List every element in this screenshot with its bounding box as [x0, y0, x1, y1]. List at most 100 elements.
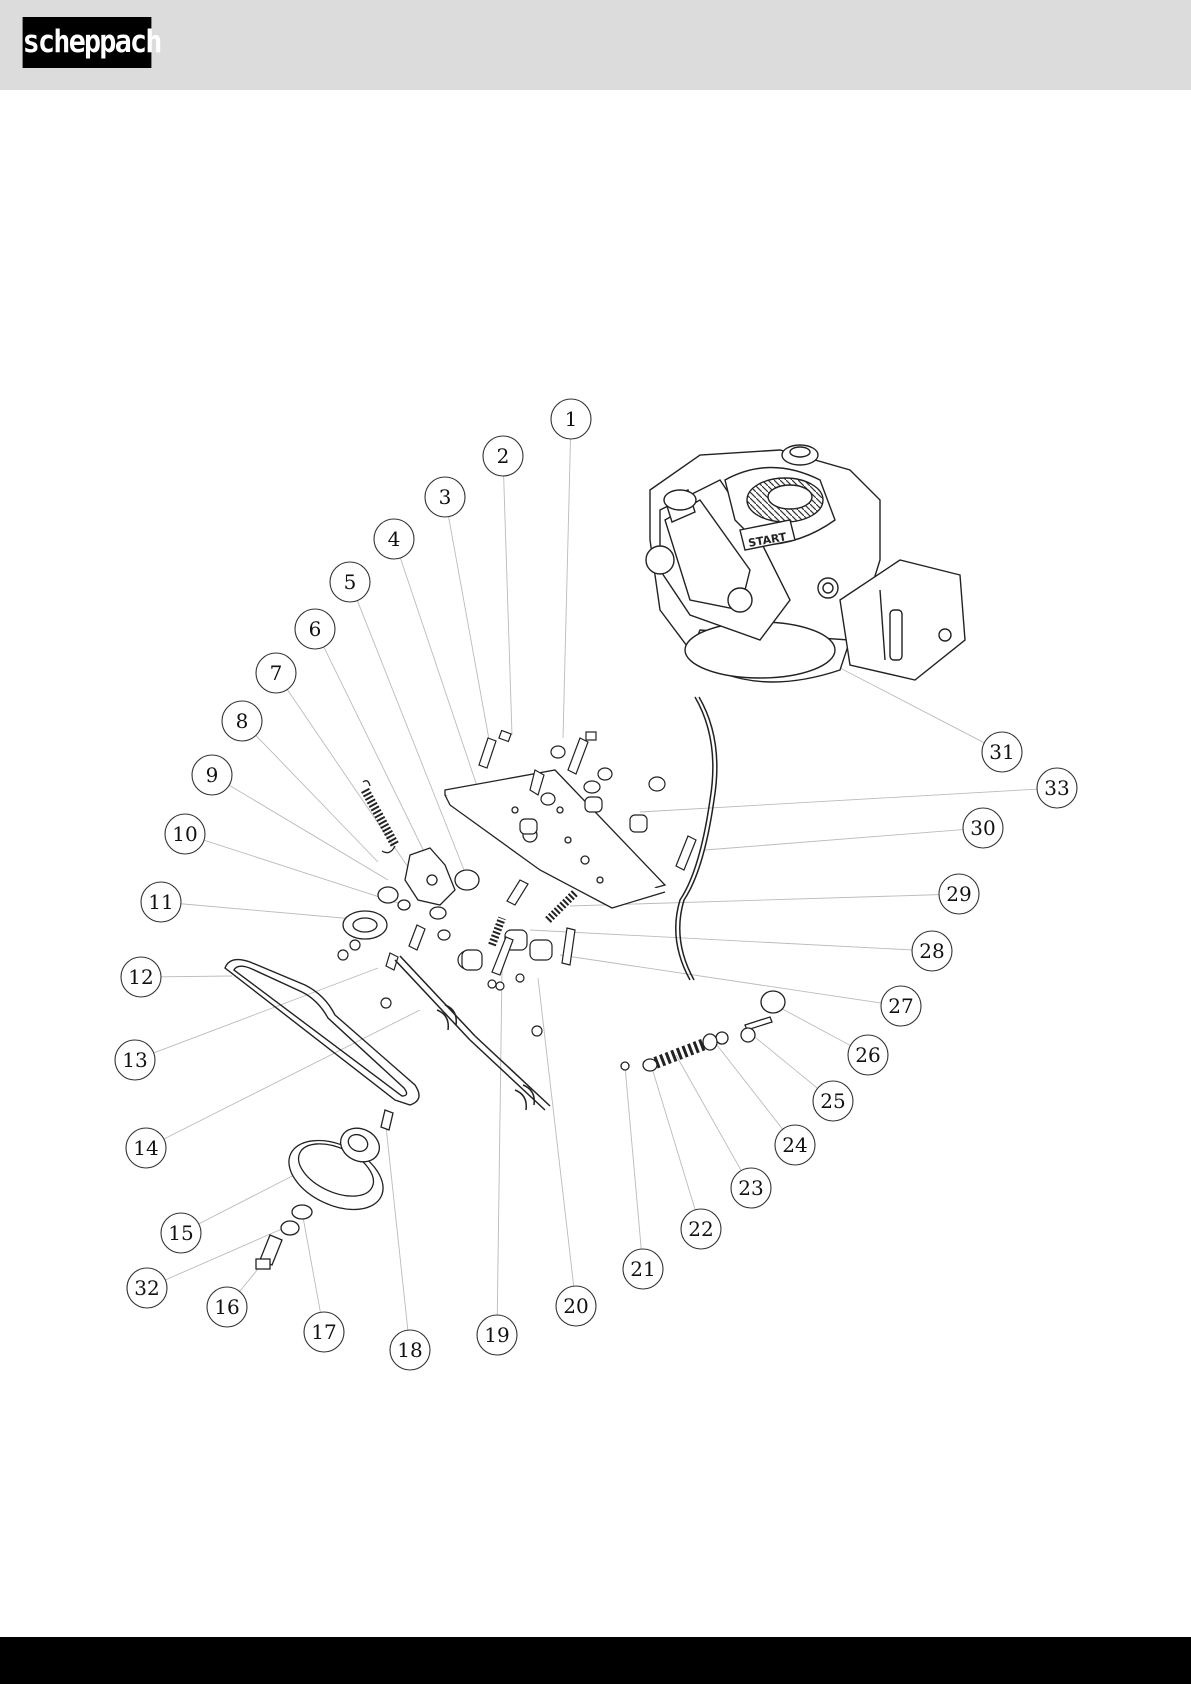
leader-line-9	[229, 785, 388, 880]
callout-9: 9	[192, 755, 232, 795]
callout-17: 17	[304, 1312, 344, 1352]
callout-5: 5	[330, 562, 370, 602]
callout-number: 13	[122, 1048, 147, 1072]
v-belt	[225, 960, 419, 1105]
leader-line-12	[161, 976, 232, 977]
callout-12: 12	[121, 957, 161, 997]
callout-30: 30	[963, 808, 1003, 848]
cables	[395, 697, 717, 1110]
callout-2: 2	[483, 436, 523, 476]
callout-29: 29	[939, 874, 979, 914]
callout-number: 23	[738, 1176, 763, 1200]
callout-26: 26	[848, 1035, 888, 1075]
callout-number: 26	[855, 1043, 880, 1067]
callout-23: 23	[731, 1168, 771, 1208]
callout-20: 20	[556, 1286, 596, 1326]
callout-number: 4	[388, 527, 401, 551]
callout-16: 16	[207, 1287, 247, 1327]
leader-line-5	[357, 601, 468, 880]
callout-number: 19	[484, 1323, 509, 1347]
lever-parts	[621, 991, 785, 1071]
leader-line-28	[530, 930, 912, 950]
leader-line-7	[287, 690, 410, 870]
leader-line-4	[400, 558, 480, 795]
callout-number: 22	[688, 1217, 713, 1241]
callout-number: 3	[439, 485, 452, 509]
leader-line-30	[705, 830, 963, 850]
callout-number: 16	[214, 1295, 239, 1319]
leader-line-25	[750, 1033, 818, 1088]
leader-line-11	[181, 904, 365, 920]
leader-line-24	[713, 1040, 783, 1129]
callout-28: 28	[912, 931, 952, 971]
callout-27: 27	[881, 986, 921, 1026]
tensioner-parts	[343, 848, 479, 939]
leader-line-20	[538, 978, 574, 1286]
leader-line-13	[154, 968, 378, 1053]
leader-line-3	[449, 517, 490, 745]
leader-line-6	[324, 647, 438, 880]
callout-14: 14	[126, 1128, 166, 1168]
callout-number: 9	[206, 763, 219, 787]
page-footer	[0, 1637, 1191, 1684]
callout-number: 27	[888, 994, 913, 1018]
callout-number: 25	[820, 1089, 845, 1113]
callout-33: 33	[1037, 768, 1077, 808]
callout-number: 17	[311, 1320, 336, 1344]
callout-number: 1	[565, 407, 578, 431]
callout-number: 15	[168, 1221, 193, 1245]
leader-line-27	[560, 955, 881, 1003]
callout-number: 18	[397, 1338, 422, 1362]
callout-number: 10	[172, 822, 197, 846]
callout-32: 32	[127, 1268, 167, 1308]
callout-number: 8	[236, 709, 249, 733]
leader-line-14	[164, 1010, 420, 1139]
callout-4: 4	[374, 519, 414, 559]
callout-24: 24	[775, 1125, 815, 1165]
callout-number: 6	[309, 617, 322, 641]
callout-10: 10	[165, 814, 205, 854]
drive-pulley	[256, 1110, 394, 1269]
callout-number: 20	[563, 1294, 588, 1318]
callout-number: 24	[782, 1133, 807, 1157]
callout-21: 21	[623, 1249, 663, 1289]
callout-number: 14	[133, 1136, 158, 1160]
leader-line-19	[497, 970, 502, 1315]
callout-1: 1	[551, 399, 591, 439]
leader-line-23	[676, 1055, 741, 1171]
callout-3: 3	[425, 477, 465, 517]
callout-number: 2	[497, 444, 510, 468]
callout-number: 7	[270, 661, 283, 685]
callout-25: 25	[813, 1081, 853, 1121]
leader-line-22	[652, 1068, 695, 1210]
engine: START	[646, 445, 965, 682]
leader-line-21	[625, 1066, 641, 1249]
callout-number: 5	[344, 570, 357, 594]
callout-13: 13	[115, 1040, 155, 1080]
callout-number: 32	[134, 1276, 159, 1300]
callout-number: 33	[1044, 776, 1069, 800]
callout-number: 29	[946, 882, 971, 906]
leader-line-10	[204, 840, 404, 905]
callout-19: 19	[477, 1315, 517, 1355]
callout-6: 6	[295, 609, 335, 649]
leader-line-26	[775, 1005, 850, 1046]
leader-line-1	[563, 439, 570, 738]
leader-line-2	[504, 476, 512, 735]
leader-line-17	[303, 1217, 320, 1312]
callout-number: 31	[989, 740, 1014, 764]
mounting-plate	[445, 770, 665, 908]
callout-22: 22	[681, 1209, 721, 1249]
callout-number: 30	[970, 816, 995, 840]
callout-31: 31	[982, 732, 1022, 772]
callout-15: 15	[161, 1213, 201, 1253]
callout-8: 8	[222, 701, 262, 741]
leader-line-18	[385, 1117, 408, 1330]
leader-line-15	[199, 1172, 300, 1224]
callout-18: 18	[390, 1330, 430, 1370]
leader-line-8	[256, 735, 378, 862]
callout-number: 21	[630, 1257, 655, 1281]
callout-number: 28	[919, 939, 944, 963]
callout-number: 12	[128, 965, 153, 989]
